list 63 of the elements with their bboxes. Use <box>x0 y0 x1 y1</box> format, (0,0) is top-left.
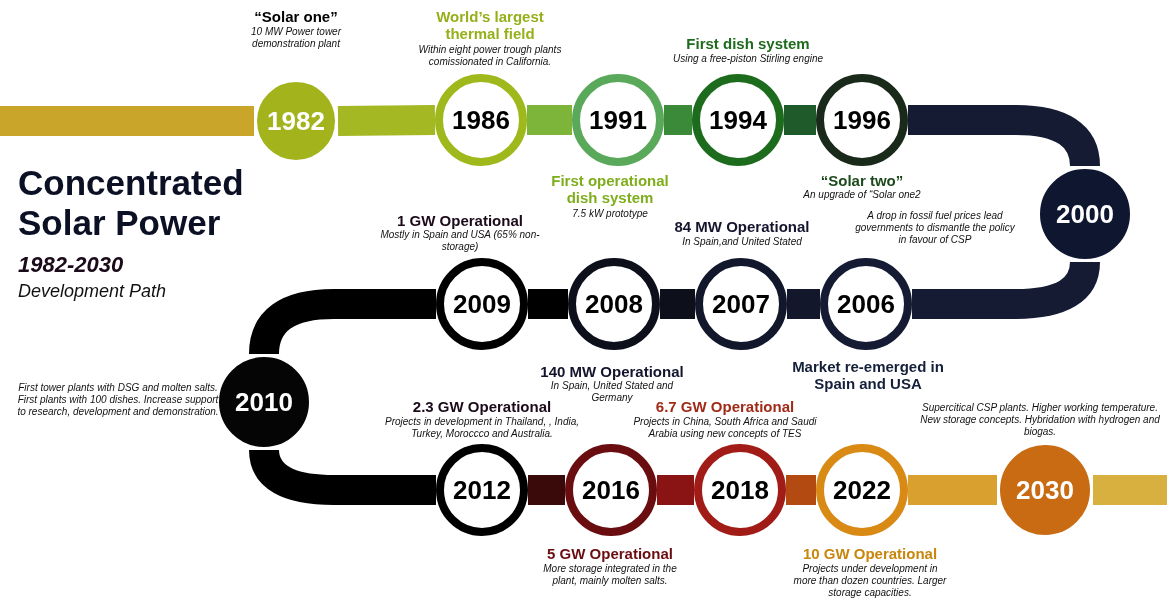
event-heading: 1 GW Operational <box>397 212 524 229</box>
timeline-band <box>912 260 1100 319</box>
event-heading: “Solar one” <box>253 8 339 25</box>
event-description: In Spain,and United Stated <box>681 236 803 248</box>
year-label: 2008 <box>585 288 643 320</box>
timeline-band <box>664 105 692 135</box>
diagram-title: Concentrated Solar Power <box>18 163 245 243</box>
year-label: 2030 <box>1016 474 1074 506</box>
event-description: Supercitical CSP plants. Higher working temperature. New storage concepts. Hybridation with hydrogen and biogas. <box>920 402 1160 438</box>
event-description: Projects in China, South Africa and Saudi Arabia using new concepts of TES <box>632 416 818 440</box>
year-label: 2006 <box>837 288 895 320</box>
event-description: Projects in development in Thailand, , India, Turkey, Moroccco and Australia. <box>384 416 580 440</box>
timeline-band <box>249 289 436 355</box>
year-label: 1994 <box>709 104 767 136</box>
timeline-band <box>657 475 694 505</box>
event-description: Using a free-piston Stirling engine <box>671 53 825 65</box>
event-heading: 10 GW Operational <box>801 545 939 562</box>
year-label: 2009 <box>453 288 511 320</box>
event-heading: Market re-emerged in Spain and USA <box>791 358 945 392</box>
year-label: 1996 <box>833 104 891 136</box>
event-description: 7.5 kW prototype <box>571 208 649 220</box>
event-heading: 5 GW Operational <box>546 545 674 562</box>
event-description: Mostly in Spain and USA (65% non-storage) <box>379 229 541 253</box>
year-label: 1986 <box>452 104 510 136</box>
timeline-band <box>528 289 568 319</box>
year-label: 2012 <box>453 474 511 506</box>
timeline-band <box>527 105 572 135</box>
timeline-band <box>786 475 816 505</box>
subtitle: Development Path <box>18 281 167 302</box>
year-label: 2010 <box>235 386 293 418</box>
year-label: 1991 <box>589 104 647 136</box>
event-heading: 140 MW Operational <box>539 363 685 380</box>
timeline-band <box>908 105 1100 167</box>
event-description: 10 MW Power tower demonstration plant <box>250 26 343 50</box>
timeline-band <box>784 105 816 135</box>
timeline-band <box>787 289 820 319</box>
event-description: A drop in fossil fuel prices lead governments to dismantle the policy in favour of CSP <box>854 210 1016 246</box>
timeline-band <box>249 448 436 505</box>
timeline-band <box>660 289 695 319</box>
event-heading: World’s largest thermal field <box>435 8 545 42</box>
timeline-band <box>528 475 565 505</box>
event-description: More storage integrated in the plant, mainly molten salts. <box>542 563 678 587</box>
year-label: 1982 <box>267 105 325 137</box>
year-label: 2000 <box>1056 198 1114 230</box>
timeline-band <box>1093 475 1167 505</box>
year-label: 2007 <box>712 288 770 320</box>
timeline-band <box>337 105 436 136</box>
timeline-band <box>0 106 254 136</box>
year-label: 2018 <box>711 474 769 506</box>
timeline-band <box>908 475 997 505</box>
event-heading: 84 MW Operational <box>673 218 811 235</box>
event-heading: First operational dish system <box>550 172 670 206</box>
year-label: 2016 <box>582 474 640 506</box>
event-description: In Spain, United Stated and Germany <box>550 380 674 403</box>
event-heading: “Solar two” <box>819 172 905 189</box>
year-label: 2022 <box>833 474 891 506</box>
event-description: First tower plants with DSG and molten salts. First plants with 100 dishes. Increase support to research, development and demonstration. <box>16 382 220 418</box>
event-description: Projects under development in more than dozen countries. Larger storage capacities. <box>792 563 948 599</box>
event-heading: 2.3 GW Operational <box>411 398 553 415</box>
event-description: Within eight power trough plants comissionated in California. <box>417 44 563 68</box>
event-heading: First dish system <box>685 35 811 52</box>
event-description: An upgrade of “Solar one2 <box>802 189 922 201</box>
year-range: 1982-2030 <box>18 252 124 278</box>
